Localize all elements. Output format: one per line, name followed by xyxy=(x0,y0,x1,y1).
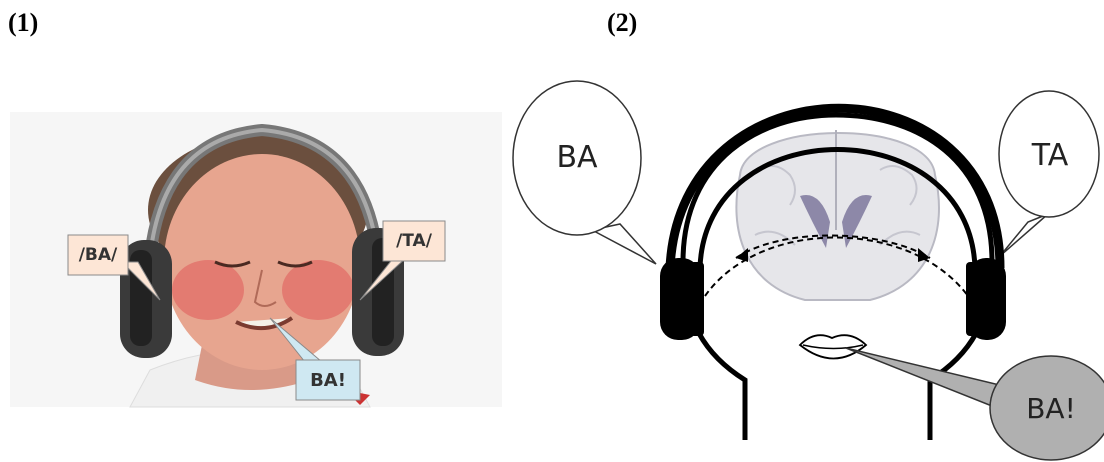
response-bubble-text: BA! xyxy=(1011,392,1091,425)
right-bubble-tail xyxy=(1000,214,1048,256)
right-ear-label: /TA/ xyxy=(383,221,445,261)
left-bubble-text: BA xyxy=(537,140,617,175)
response-label: BA! xyxy=(296,360,360,400)
left-cheek xyxy=(172,260,244,320)
brain-coronal xyxy=(736,133,939,300)
right-cheek xyxy=(282,260,354,320)
left-ear-label: /BA/ xyxy=(68,235,128,275)
right-bubble-text: TA xyxy=(1012,138,1088,173)
